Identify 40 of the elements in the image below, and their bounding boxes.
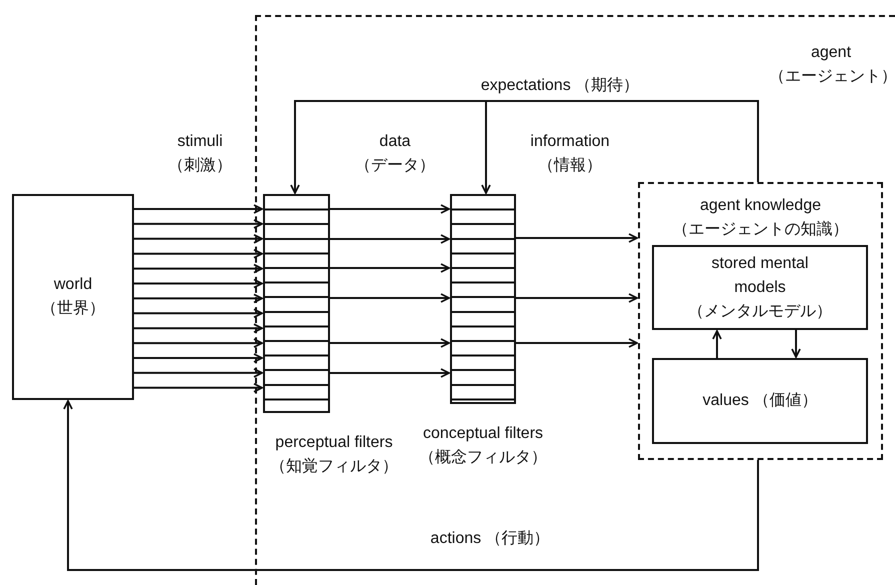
flow-label: data （データ） [354, 132, 436, 176]
arrow [134, 323, 263, 334]
arrow [330, 338, 450, 348]
process-box: values （価値） [652, 358, 868, 444]
arrow [134, 294, 263, 304]
region-label: agent （エージェント） [769, 43, 893, 87]
arrow [134, 308, 263, 318]
flow-label: information （情報） [529, 132, 611, 176]
arrow [330, 368, 450, 378]
arrow [134, 368, 263, 378]
flow-label: expectations （期待） [480, 76, 640, 96]
arrow [63, 400, 759, 571]
arrow [516, 293, 638, 303]
filter-label: perceptual filters （知覚フィルタ） [269, 433, 399, 477]
arrow [134, 353, 263, 363]
arrow [791, 330, 801, 358]
arrow [330, 293, 450, 303]
arrow [330, 234, 450, 244]
arrow [134, 278, 263, 288]
arrow [134, 204, 263, 214]
arrow [330, 204, 450, 214]
flow-label: stimuli （刺激） [167, 132, 233, 176]
flow-label: actions （行動） [429, 529, 551, 549]
arrow [330, 263, 450, 273]
arrow [481, 100, 759, 194]
agent-region [255, 15, 895, 585]
arrow [134, 382, 263, 393]
filter-label: conceptual filters （概念フィルタ） [418, 424, 548, 468]
arrow [134, 219, 263, 229]
arrow [516, 338, 638, 348]
knowledge-box [638, 182, 883, 460]
world-box: world （世界） [12, 194, 134, 400]
arrow [712, 330, 722, 358]
arrow [134, 338, 263, 348]
box-heading: agent knowledge （エージェントの知識） [672, 196, 850, 240]
arrow [134, 264, 263, 274]
process-box: stored mental models （メンタルモデル） [652, 245, 868, 330]
arrow [134, 248, 263, 259]
arrow [134, 234, 263, 244]
arrow [516, 233, 638, 243]
